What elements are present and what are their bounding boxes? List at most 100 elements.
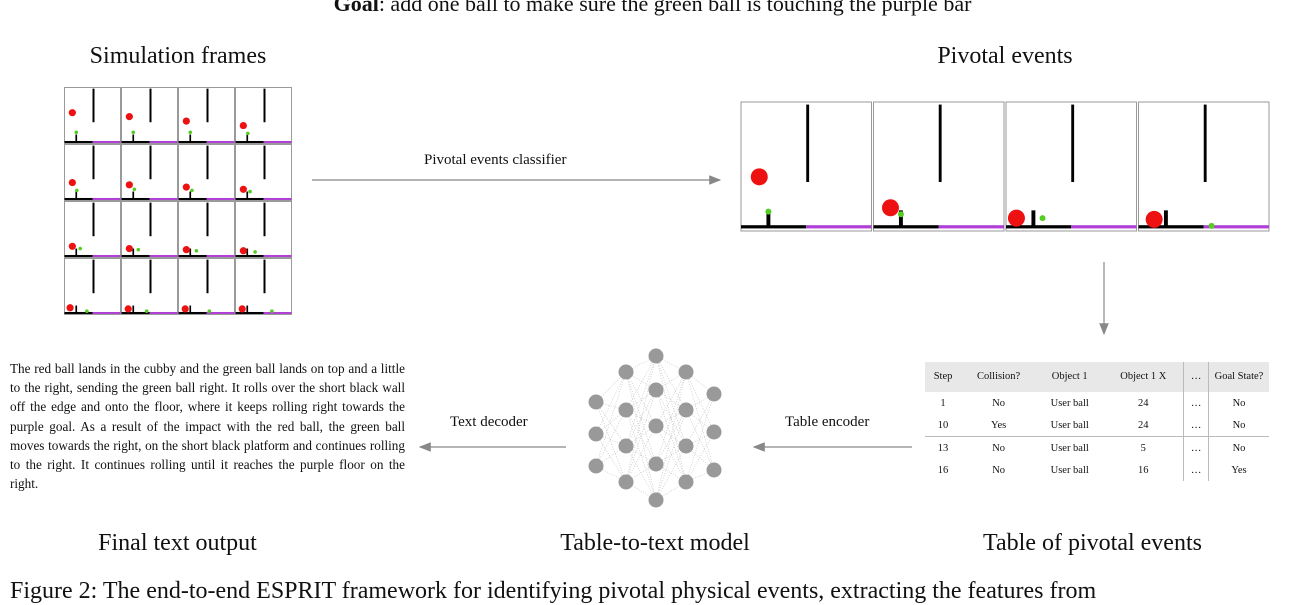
- nn-edge: [625, 355, 657, 447]
- nn-node: [588, 394, 604, 410]
- nn-edge: [655, 409, 687, 501]
- floor-purple: [206, 197, 235, 200]
- floor-purple: [263, 140, 292, 143]
- nn-edge: [625, 425, 657, 483]
- green-ball: [246, 131, 250, 136]
- nn-node: [618, 474, 634, 490]
- green-ball: [131, 130, 136, 135]
- text-decoder-label: Text decoder: [450, 414, 528, 430]
- tall-wall: [206, 145, 209, 180]
- short-wall: [1031, 210, 1036, 226]
- nn-edge: [655, 355, 687, 411]
- nn-edge: [655, 371, 687, 427]
- floor-purple: [149, 311, 178, 314]
- table-cell: 5: [1103, 436, 1184, 459]
- nn-edge: [595, 433, 627, 483]
- header-goal-state: Goal State?: [1208, 362, 1269, 392]
- short-wall: [246, 191, 249, 199]
- tall-wall: [806, 104, 810, 182]
- floor-purple: [263, 197, 292, 200]
- table-cell: 16: [1138, 464, 1149, 476]
- nn-node: [706, 386, 722, 402]
- tall-wall: [938, 104, 942, 182]
- green-ball: [194, 248, 199, 253]
- nn-node: [648, 418, 664, 434]
- short-wall: [189, 191, 192, 199]
- table-cell: 24: [1138, 419, 1149, 431]
- tall-wall: [92, 88, 95, 123]
- table-cell: No: [992, 397, 1006, 409]
- floor-purple: [206, 311, 235, 314]
- table-row: 1 No User ball 24 … No: [925, 392, 1269, 414]
- red-ball: [239, 185, 247, 193]
- floor-black: [64, 197, 93, 200]
- pivotal-events-title: Pivotal events: [937, 43, 1073, 69]
- goal-label: Goal: [333, 0, 379, 16]
- nn-edge: [595, 409, 627, 467]
- floor-purple: [263, 311, 292, 314]
- simulation-frames-grid: [64, 87, 292, 315]
- tall-wall: [92, 202, 95, 237]
- red-ball: [66, 304, 74, 312]
- nn-node: [678, 474, 694, 490]
- red-ball: [750, 168, 768, 186]
- green-ball: [188, 130, 193, 135]
- floor-purple: [1203, 225, 1269, 229]
- floor-purple: [149, 197, 178, 200]
- nn-edge: [685, 431, 715, 483]
- short-wall: [246, 248, 249, 256]
- classifier-label: Pivotal events classifier: [424, 152, 567, 168]
- tall-wall: [149, 145, 152, 180]
- red-ball: [182, 183, 190, 191]
- table-row: 10 Yes User ball 24 … No: [925, 414, 1269, 437]
- green-ball: [190, 188, 194, 193]
- nn-node: [618, 364, 634, 380]
- floor-purple: [92, 311, 121, 314]
- floor-black: [178, 311, 207, 314]
- green-ball: [1208, 222, 1215, 229]
- floor-purple: [263, 254, 292, 257]
- green-ball: [253, 250, 257, 254]
- short-wall: [75, 191, 78, 199]
- header-object1-x: Object 1 X: [1103, 362, 1184, 392]
- tall-wall: [263, 202, 266, 237]
- floor-purple: [92, 197, 121, 200]
- green-ball: [765, 208, 772, 215]
- floor-black: [121, 311, 150, 314]
- floor-black: [1138, 225, 1204, 229]
- floor-purple: [806, 225, 872, 229]
- green-ball: [74, 130, 79, 135]
- table-cell: …: [1183, 414, 1209, 437]
- header-step: Step: [925, 362, 962, 392]
- header-ellipsis: …: [1183, 362, 1209, 392]
- floor-black: [235, 311, 264, 314]
- floor-black: [64, 140, 93, 143]
- table-cell: …: [1183, 459, 1209, 481]
- short-wall: [246, 305, 249, 313]
- nn-node: [648, 382, 664, 398]
- nn-node: [618, 438, 634, 454]
- short-wall: [189, 248, 192, 256]
- simulation-frames-title: Simulation frames: [89, 43, 267, 69]
- nn-edge: [655, 371, 687, 501]
- red-ball: [68, 178, 76, 187]
- table-cell: User ball: [1050, 419, 1089, 431]
- nn-node: [648, 456, 664, 472]
- green-ball: [132, 187, 137, 192]
- table-row: 13 No User ball 5 … No: [925, 436, 1269, 459]
- nn-node: [706, 424, 722, 440]
- nn-node: [588, 426, 604, 442]
- nn-edge: [625, 409, 657, 501]
- floor-black: [121, 140, 150, 143]
- red-ball: [1145, 210, 1163, 228]
- table-row: 16 No User ball 16 … Yes: [925, 459, 1269, 481]
- neural-network-diagram: [588, 348, 722, 508]
- header-object1: Object 1: [1036, 362, 1104, 392]
- table-cell: Yes: [1208, 459, 1269, 481]
- tall-wall: [263, 88, 266, 123]
- nn-node: [648, 348, 664, 364]
- nn-edge: [655, 355, 687, 447]
- table-cell: No: [1208, 392, 1269, 414]
- floor-purple: [92, 140, 121, 143]
- tall-wall: [263, 145, 266, 180]
